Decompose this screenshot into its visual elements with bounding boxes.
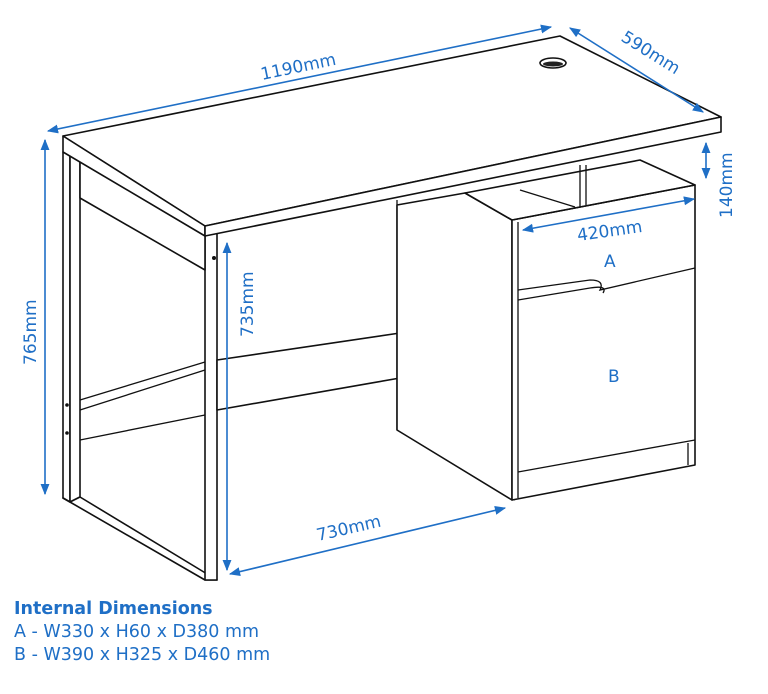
legend-row-b: B - W390 x H325 x D460 mm <box>14 645 271 665</box>
dimension-knee-space: 730mm <box>228 505 507 577</box>
legend-row-a: A - W330 x H60 x D380 mm <box>14 622 260 642</box>
dimension-leg-clearance: 735mm <box>222 241 258 572</box>
stretcher-bar <box>216 332 401 411</box>
pedestal <box>396 159 696 501</box>
height-label: 765mm <box>21 299 41 365</box>
drawer-label: A <box>604 252 616 272</box>
internal-dimensions-legend: Internal Dimensions A - W330 x H60 x D38… <box>14 598 270 667</box>
legend-title: Internal Dimensions <box>14 599 213 619</box>
top-gap-label: 140mm <box>717 152 737 218</box>
cupboard-label: B <box>608 367 620 387</box>
dimension-top-gap: 140mm <box>701 141 737 218</box>
knee-space-label: 730mm <box>315 512 383 546</box>
dimension-height: 765mm <box>21 138 50 496</box>
leg-clearance-label: 735mm <box>238 271 258 337</box>
